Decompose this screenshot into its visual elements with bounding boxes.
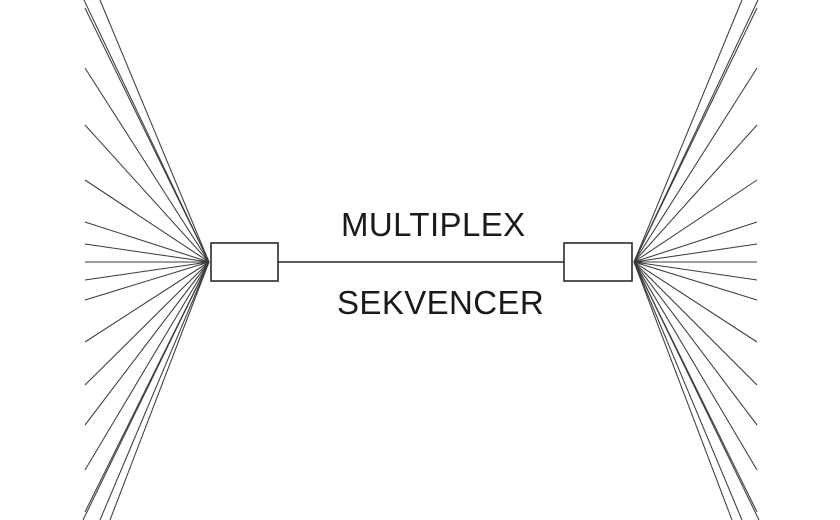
fan-ray [633,261,758,426]
fan-ray [99,261,210,520]
fan-ray [84,261,210,386]
fan-ray [633,221,758,263]
label-sekvencer: SEKVENCER [337,284,544,321]
right-fan [633,0,760,520]
fan-ray [84,243,210,263]
fan-ray [633,261,760,520]
fan-ray [633,261,733,520]
fan-ray [82,261,210,520]
fan-ray [633,7,758,263]
fan-ray [99,0,210,263]
left-fan [82,0,210,520]
fan-ray [84,261,210,343]
fan-ray [84,67,210,263]
left-block[interactable] [210,242,279,282]
fan-ray [633,261,758,471]
fan-ray [633,261,758,343]
fan-ray [633,261,758,281]
right-block[interactable] [563,242,633,282]
fan-ray [84,261,210,471]
fan-ray [633,261,758,386]
fan-ray [84,124,210,263]
fan-ray [84,7,210,263]
fan-ray [84,221,210,263]
fan-ray [84,261,210,301]
fan-ray [84,261,210,426]
fan-ray [633,179,758,263]
fan-ray [109,261,210,520]
fan-ray [633,0,743,263]
fan-ray [84,261,210,281]
fan-ray [633,67,758,263]
label-multiplex: MULTIPLEX [341,206,526,243]
fan-ray [633,261,743,520]
fan-ray [633,124,758,263]
fan-ray [633,243,758,263]
fan-ray [84,179,210,263]
fan-ray [633,261,758,301]
